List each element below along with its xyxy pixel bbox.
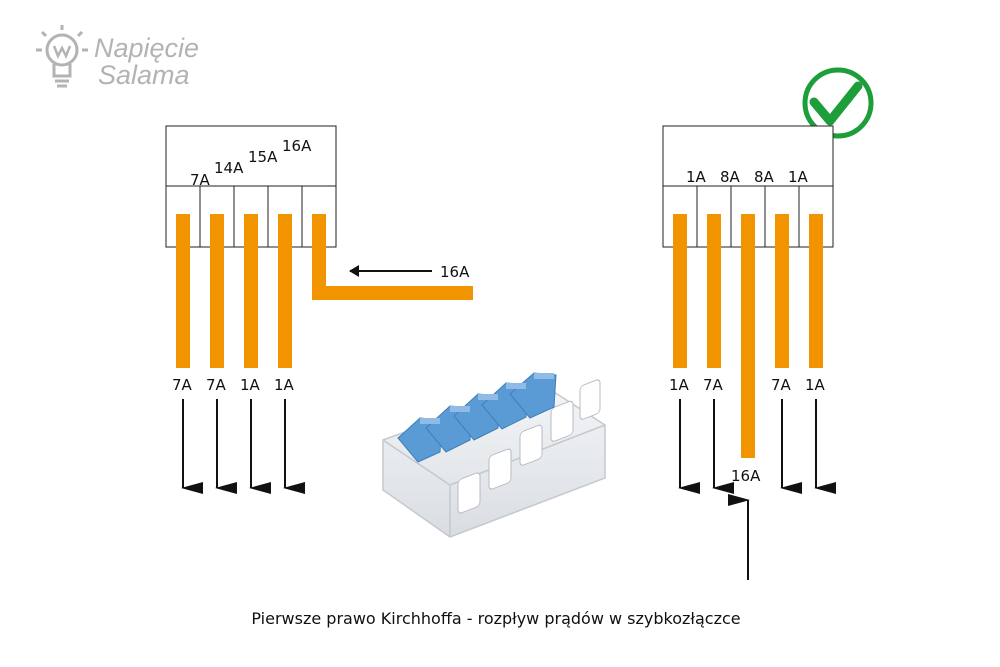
right-wire-1 xyxy=(673,214,687,368)
checkmark-icon xyxy=(802,67,874,139)
right-output-label-3: 7A xyxy=(771,376,792,394)
left-output-label-3: 1A xyxy=(240,376,261,394)
left-output-label-4: 1A xyxy=(274,376,295,394)
right-connector: 1A 8A 8A 1A 1A 7A 7A 1A 16A xyxy=(662,125,836,580)
right-wire-2 xyxy=(707,214,721,368)
left-input-wire xyxy=(312,214,473,300)
right-output-label-1: 1A xyxy=(669,376,690,394)
left-wire-1 xyxy=(176,214,190,368)
logo-line2: Salama xyxy=(98,60,190,90)
logo: Napięcie Salama xyxy=(36,25,199,90)
diagram-caption: Pierwsze prawo Kirchhoffa - rozpływ prąd… xyxy=(251,609,740,628)
left-output-label-1: 7A xyxy=(172,376,193,394)
right-input-wire xyxy=(741,214,755,458)
left-top-label-3: 15A xyxy=(248,148,278,166)
logo-line1: Napięcie xyxy=(94,33,199,63)
right-top-label-4: 1A xyxy=(788,168,809,186)
left-connector: 7A 14A 15A 16A 16A 7A 7A 1A 1A xyxy=(165,125,473,494)
left-wire-3 xyxy=(244,214,258,368)
left-top-label-4: 16A xyxy=(282,137,312,155)
left-wire-2 xyxy=(210,214,224,368)
left-wire-4 xyxy=(278,214,292,368)
right-top-label-2: 8A xyxy=(720,168,741,186)
right-top-label-3: 8A xyxy=(754,168,775,186)
right-wire-4 xyxy=(775,214,789,368)
left-top-label-1: 7A xyxy=(190,171,211,189)
right-output-label-2: 7A xyxy=(703,376,724,394)
right-input-label: 16A xyxy=(731,467,761,485)
left-top-label-2: 14A xyxy=(214,159,244,177)
right-output-label-4: 1A xyxy=(805,376,826,394)
left-output-label-2: 7A xyxy=(206,376,227,394)
lightbulb-logo-icon xyxy=(36,25,88,88)
left-input-label: 16A xyxy=(440,263,470,281)
quick-connector-image xyxy=(382,372,606,538)
right-wire-5 xyxy=(809,214,823,368)
right-top-label-1: 1A xyxy=(686,168,707,186)
